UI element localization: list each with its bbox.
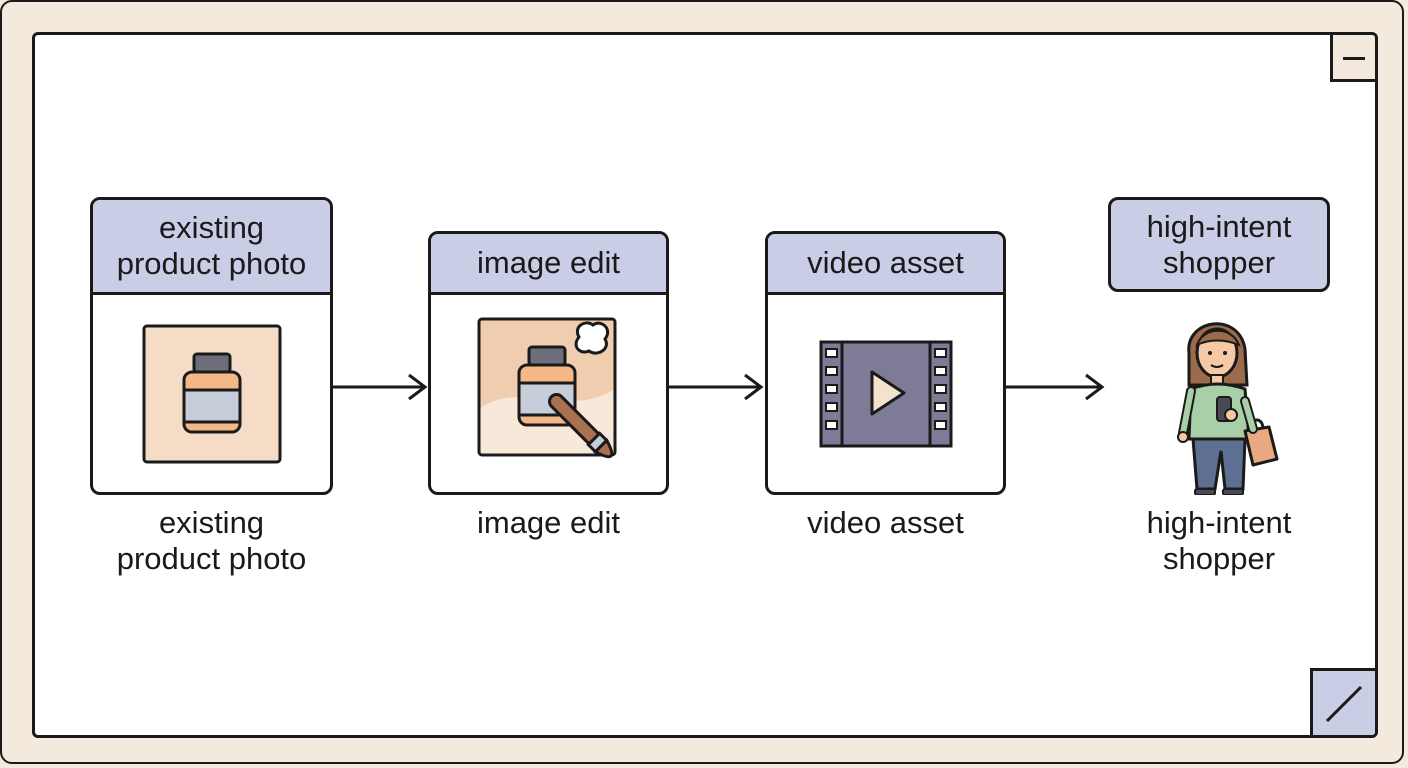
film-play-icon (819, 340, 952, 447)
step-header: image edit (431, 234, 666, 295)
step-header: video asset (768, 234, 1003, 295)
step-header-line: product photo (116, 246, 307, 281)
step-card-image-edit: image edit (428, 231, 669, 495)
shopper-person-icon (1177, 322, 1279, 495)
step-caption: video asset (765, 505, 1006, 541)
step-header-line: existing (158, 210, 265, 245)
step-header-line: image edit (476, 245, 621, 280)
step-caption: high-intent shopper (1108, 505, 1330, 577)
step-caption-line: product photo (116, 541, 307, 576)
flow-arrow-right (1006, 373, 1105, 401)
step-header-line: shopper (1162, 244, 1276, 280)
minimize-button[interactable] (1330, 35, 1375, 82)
step-header-line: video asset (807, 245, 964, 280)
step-caption: existing product photo (90, 505, 333, 577)
step-label-high-intent-shopper: high-intent shopper (1108, 197, 1330, 292)
step-caption-line: shopper (1162, 541, 1276, 576)
flow-arrow-right (333, 373, 428, 401)
step-header: existing product photo (93, 200, 330, 295)
step-caption-line: high-intent (1146, 505, 1292, 540)
step-card-video-asset: video asset (765, 231, 1006, 495)
step-caption-line: video asset (807, 505, 964, 540)
product-bottle-icon (142, 324, 281, 463)
step-header-line: high-intent (1146, 208, 1292, 244)
step-caption-line: existing (158, 505, 265, 540)
image-edit-icon (477, 317, 616, 458)
resize-handle-icon (1325, 685, 1363, 723)
step-caption: image edit (428, 505, 669, 541)
flow-arrow-right (669, 373, 764, 401)
minimize-icon (1343, 57, 1365, 60)
resize-handle[interactable] (1310, 668, 1375, 735)
step-caption-line: image edit (476, 505, 621, 540)
step-card-existing-product-photo: existing product photo (90, 197, 333, 495)
diagram-canvas: existing product photo existing product … (32, 32, 1378, 738)
